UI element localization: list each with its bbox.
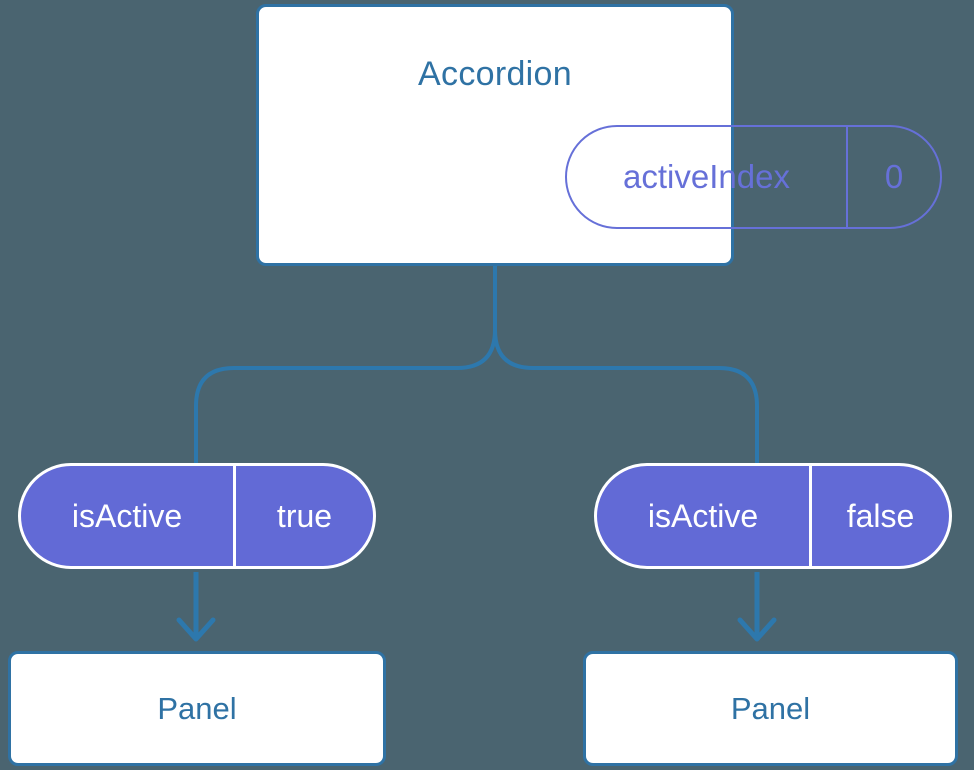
prop-pill-value: false: [846, 497, 915, 534]
panel-card-right[interactable]: Panel: [583, 651, 958, 766]
arrow-down-icon-right: [737, 572, 777, 642]
branch-line-left: [194, 264, 497, 465]
arrow-down-icon-left: [176, 572, 216, 642]
state-pill-active-index[interactable]: activeIndex 0: [565, 125, 942, 229]
branch-line-right: [493, 264, 759, 465]
prop-pill-is-active-false[interactable]: isActive false: [594, 463, 952, 569]
panel-label: Panel: [157, 690, 237, 726]
state-pill-key: activeIndex: [567, 127, 848, 227]
prop-pill-value: true: [276, 497, 333, 534]
panel-card-left[interactable]: Panel: [8, 651, 386, 766]
state-pill-value: 0: [884, 158, 904, 195]
prop-pill-key: isActive: [21, 466, 236, 566]
prop-pill-is-active-true[interactable]: isActive true: [18, 463, 376, 569]
accordion-title: Accordion: [418, 55, 572, 93]
panel-label: Panel: [730, 690, 811, 726]
prop-pill-key: isActive: [597, 466, 812, 566]
accordion-card[interactable]: Accordion activeIndex 0: [256, 4, 942, 266]
